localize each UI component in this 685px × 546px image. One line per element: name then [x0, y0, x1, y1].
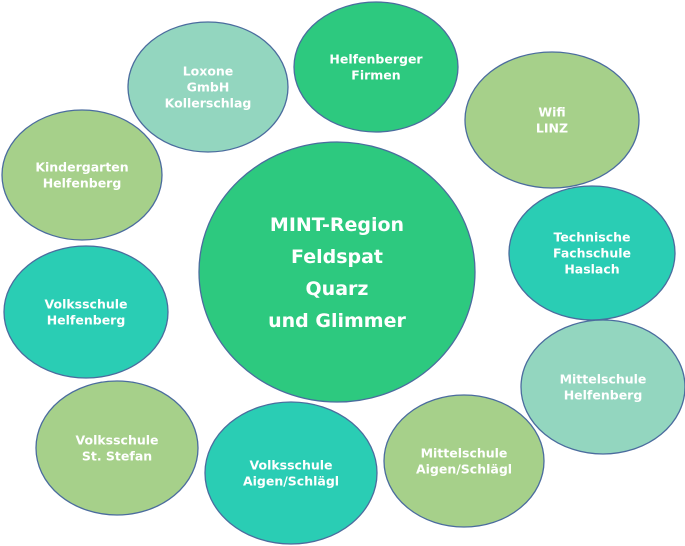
label-line: Helfenberg [564, 388, 643, 403]
label-line: und Glimmer [268, 310, 406, 332]
label-line: Loxone [183, 64, 234, 79]
label-line: Kindergarten [35, 160, 128, 175]
label-line: GmbH [187, 80, 230, 95]
label-line: Firmen [351, 68, 400, 83]
label-line: Haslach [564, 262, 619, 277]
label-line: Volksschule [75, 433, 158, 448]
label-line: Helfenberg [43, 176, 122, 191]
label-line: MINT-Region [270, 214, 404, 236]
label-line: Volksschule [44, 297, 127, 312]
center-ellipse [198, 141, 476, 403]
label-line: Mittelschule [421, 446, 508, 461]
label-line: Fachschule [553, 246, 631, 261]
label-line: Helfenberg [47, 313, 126, 328]
node-ellipse [293, 1, 459, 133]
node-ellipse [3, 245, 169, 379]
label-line: Kollerschlag [165, 96, 252, 111]
node-ellipse [127, 21, 289, 153]
node-ellipse [1, 109, 163, 241]
node-ellipse [204, 401, 378, 545]
label-line: LINZ [536, 121, 568, 136]
node-ellipse [464, 51, 640, 189]
label-line: Helfenberger [329, 52, 423, 67]
label-line: St. Stefan [82, 449, 152, 464]
label-line: Feldspat [291, 246, 383, 268]
label-line: Quarz [306, 278, 369, 300]
label-line: Mittelschule [560, 372, 647, 387]
label-line: Technische [553, 230, 630, 245]
label-line: Wifi [538, 105, 565, 120]
label-line: Volksschule [249, 458, 332, 473]
label-line: Aigen/Schlägl [416, 462, 512, 477]
node-ellipse [520, 319, 685, 455]
label-line: Aigen/Schlägl [243, 474, 339, 489]
node-ellipse [383, 394, 545, 528]
node-ellipse [35, 380, 199, 516]
